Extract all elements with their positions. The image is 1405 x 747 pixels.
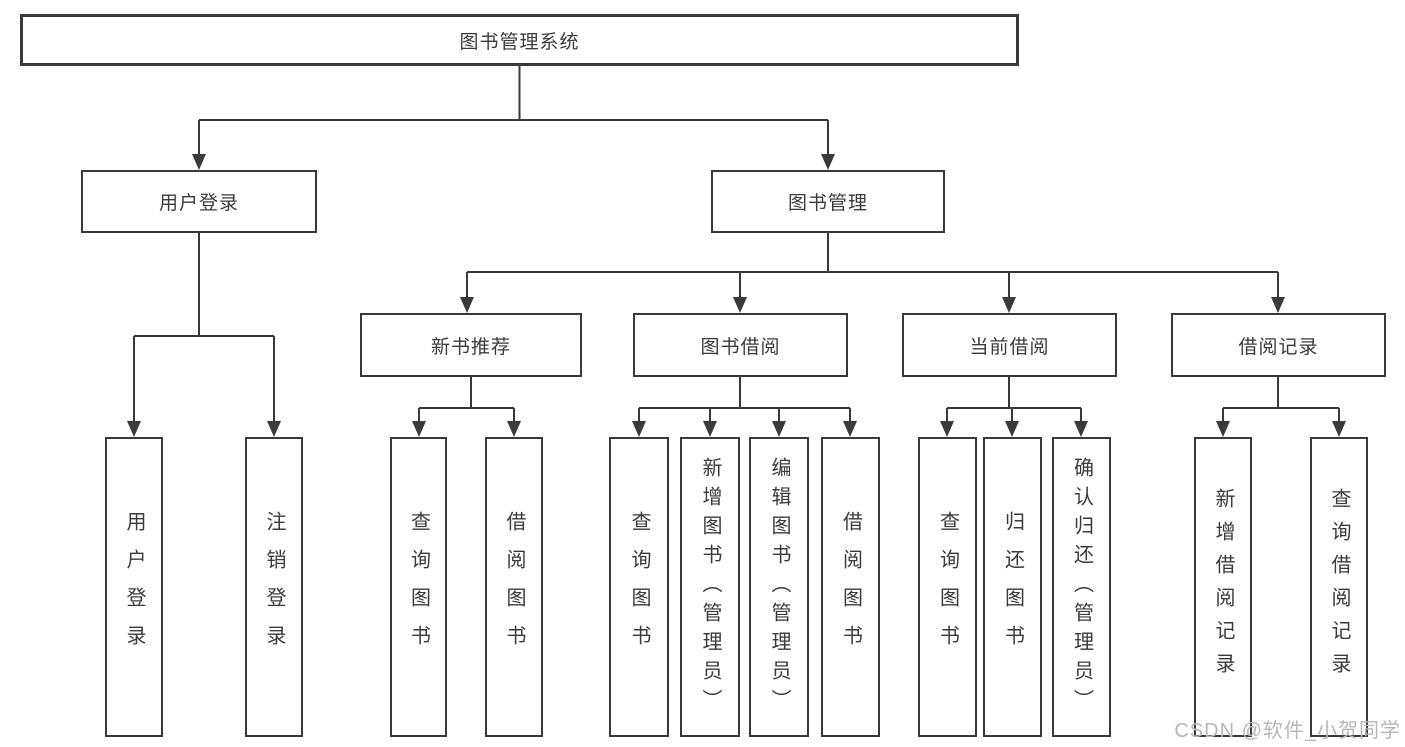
node-book-borrow: 图书借阅: [633, 313, 848, 377]
node-new-book-recommend: 新书推荐: [360, 313, 582, 377]
node-label: 用户登录: [123, 511, 145, 663]
node-label: 新增借阅记录: [1212, 488, 1234, 686]
leaf-borrow-books-2: 借阅图书: [821, 437, 880, 737]
node-label: 图书借阅: [700, 336, 781, 358]
leaf-add-borrow-record: 新增借阅记录: [1194, 437, 1252, 737]
node-label: 查询借阅记录: [1328, 488, 1350, 686]
node-label: 确认归还（管理员）: [1070, 456, 1093, 718]
leaf-edit-books-admin: 编辑图书（管理员）: [749, 437, 809, 737]
node-label: 查询图书: [407, 511, 430, 663]
node-book-management: 图书管理: [711, 170, 945, 233]
node-current-borrow: 当前借阅: [902, 313, 1117, 377]
csdn-watermark: CSDN @软件_小贺同学: [1174, 720, 1401, 742]
leaf-query-books-1: 查询图书: [390, 437, 447, 737]
leaf-query-borrow-record: 查询借阅记录: [1310, 437, 1368, 737]
node-label: 新书推荐: [430, 336, 511, 358]
node-label: 新增图书（管理员）: [699, 456, 721, 718]
leaf-query-books-2: 查询图书: [609, 437, 669, 737]
node-label: 图书管理系统: [459, 31, 580, 53]
node-label: 归还图书: [1001, 511, 1024, 663]
node-label: 借阅图书: [839, 511, 862, 663]
node-label: 借阅记录: [1238, 336, 1319, 358]
node-label: 当前借阅: [969, 336, 1050, 358]
node-library-management-system: 图书管理系统: [20, 14, 1019, 66]
leaf-query-books-3: 查询图书: [918, 437, 977, 737]
node-label: 注销登录: [263, 511, 285, 663]
node-label: 编辑图书（管理员）: [768, 456, 790, 718]
node-user-login: 用户登录: [81, 170, 317, 233]
node-label: 借阅图书: [503, 511, 525, 663]
leaf-add-books-admin: 新增图书（管理员）: [680, 437, 740, 737]
leaf-confirm-return-admin: 确认归还（管理员）: [1052, 437, 1111, 737]
leaf-logout: 注销登录: [245, 437, 303, 737]
leaf-user-login: 用户登录: [105, 437, 163, 737]
leaf-borrow-books-1: 借阅图书: [485, 437, 543, 737]
node-label: 用户登录: [158, 193, 239, 214]
node-label: 查询图书: [936, 511, 959, 663]
node-label: 图书管理: [787, 193, 868, 214]
arrowheads: [127, 154, 1346, 437]
node-borrow-records: 借阅记录: [1171, 313, 1386, 377]
node-label: 查询图书: [628, 511, 650, 663]
leaf-return-books: 归还图书: [983, 437, 1042, 737]
